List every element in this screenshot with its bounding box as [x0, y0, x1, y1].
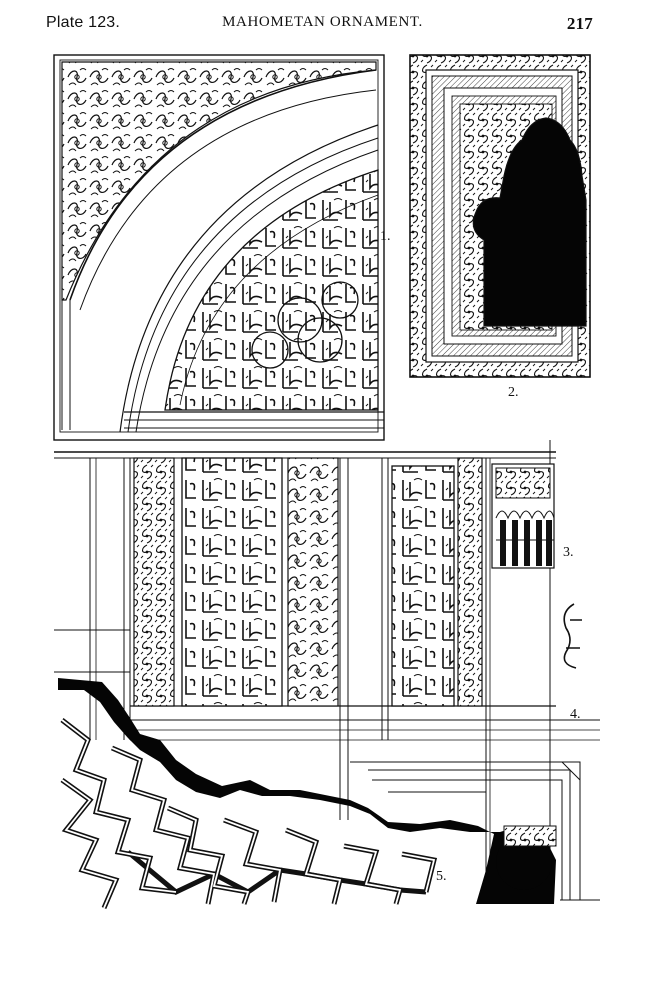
- plate-title: MAHOMETAN ORNAMENT.: [222, 14, 423, 30]
- figure-5-star-lattice: [60, 718, 438, 909]
- figure-5-lattice-inner-lines: [61, 719, 436, 909]
- figure-1-arch-spandrel: 1.: [53, 54, 391, 441]
- calligraphy-panel-right: [391, 465, 455, 707]
- page-number: 217: [566, 14, 593, 33]
- figure-3-muqarnas: 3.: [491, 463, 574, 569]
- stepped-moulding: [350, 761, 600, 901]
- figure-3-label: 3.: [563, 545, 574, 560]
- floral-border-strip-right: [457, 457, 483, 707]
- plate-number: Plate 123.: [46, 14, 121, 31]
- figure-2-framed-niche: 2.: [409, 54, 591, 400]
- calligraphy-panel-left: [181, 457, 283, 707]
- figure-4-moulding-profile: 4.: [563, 603, 582, 722]
- floral-border-strip-left: [133, 457, 175, 707]
- arabesque-panel: [287, 457, 339, 707]
- figure-3-dark-roundel: [496, 834, 552, 890]
- figure-4-label: 4.: [570, 707, 581, 722]
- figure-2-label: 2.: [508, 385, 519, 400]
- page-header: Plate 123. MAHOMETAN ORNAMENT. 217: [0, 14, 645, 40]
- figure-5-label: 5.: [436, 869, 447, 884]
- corner-ornament: [503, 825, 557, 847]
- figure-1-label: 1.: [380, 229, 391, 244]
